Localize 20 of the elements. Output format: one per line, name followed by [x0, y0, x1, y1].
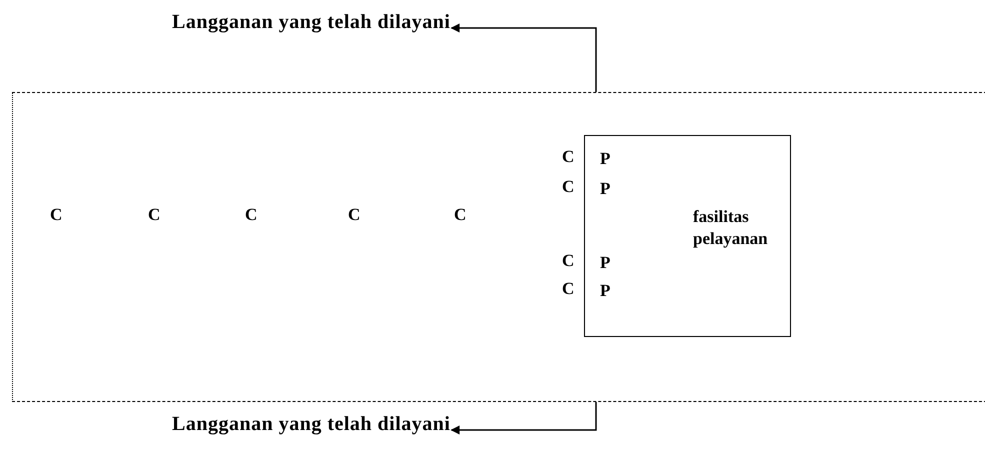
queue-symbol: C [562, 178, 574, 196]
output-label: Langganan yang telah dilayani [172, 10, 450, 34]
queue-symbol: P [600, 150, 610, 168]
queue-symbol: C [562, 252, 574, 270]
service-facility-box [584, 135, 791, 337]
queue-symbol: P [600, 282, 610, 300]
box-label: fasilitas pelayanan [693, 206, 769, 250]
queue-symbol: C [562, 148, 574, 166]
queue-symbol: C [148, 206, 160, 224]
arrow [450, 24, 597, 92]
arrow [450, 402, 597, 434]
queue-symbol: C [454, 206, 466, 224]
system-boundary [12, 92, 985, 402]
queue-symbol: C [50, 206, 62, 224]
queue-symbol: C [562, 280, 574, 298]
queue-symbol: C [245, 206, 258, 224]
output-label: Langganan yang telah dilayani [172, 412, 450, 436]
queue-symbol: P [600, 254, 610, 272]
queue-symbol: P [600, 180, 610, 198]
queue-symbol: C [348, 206, 360, 224]
